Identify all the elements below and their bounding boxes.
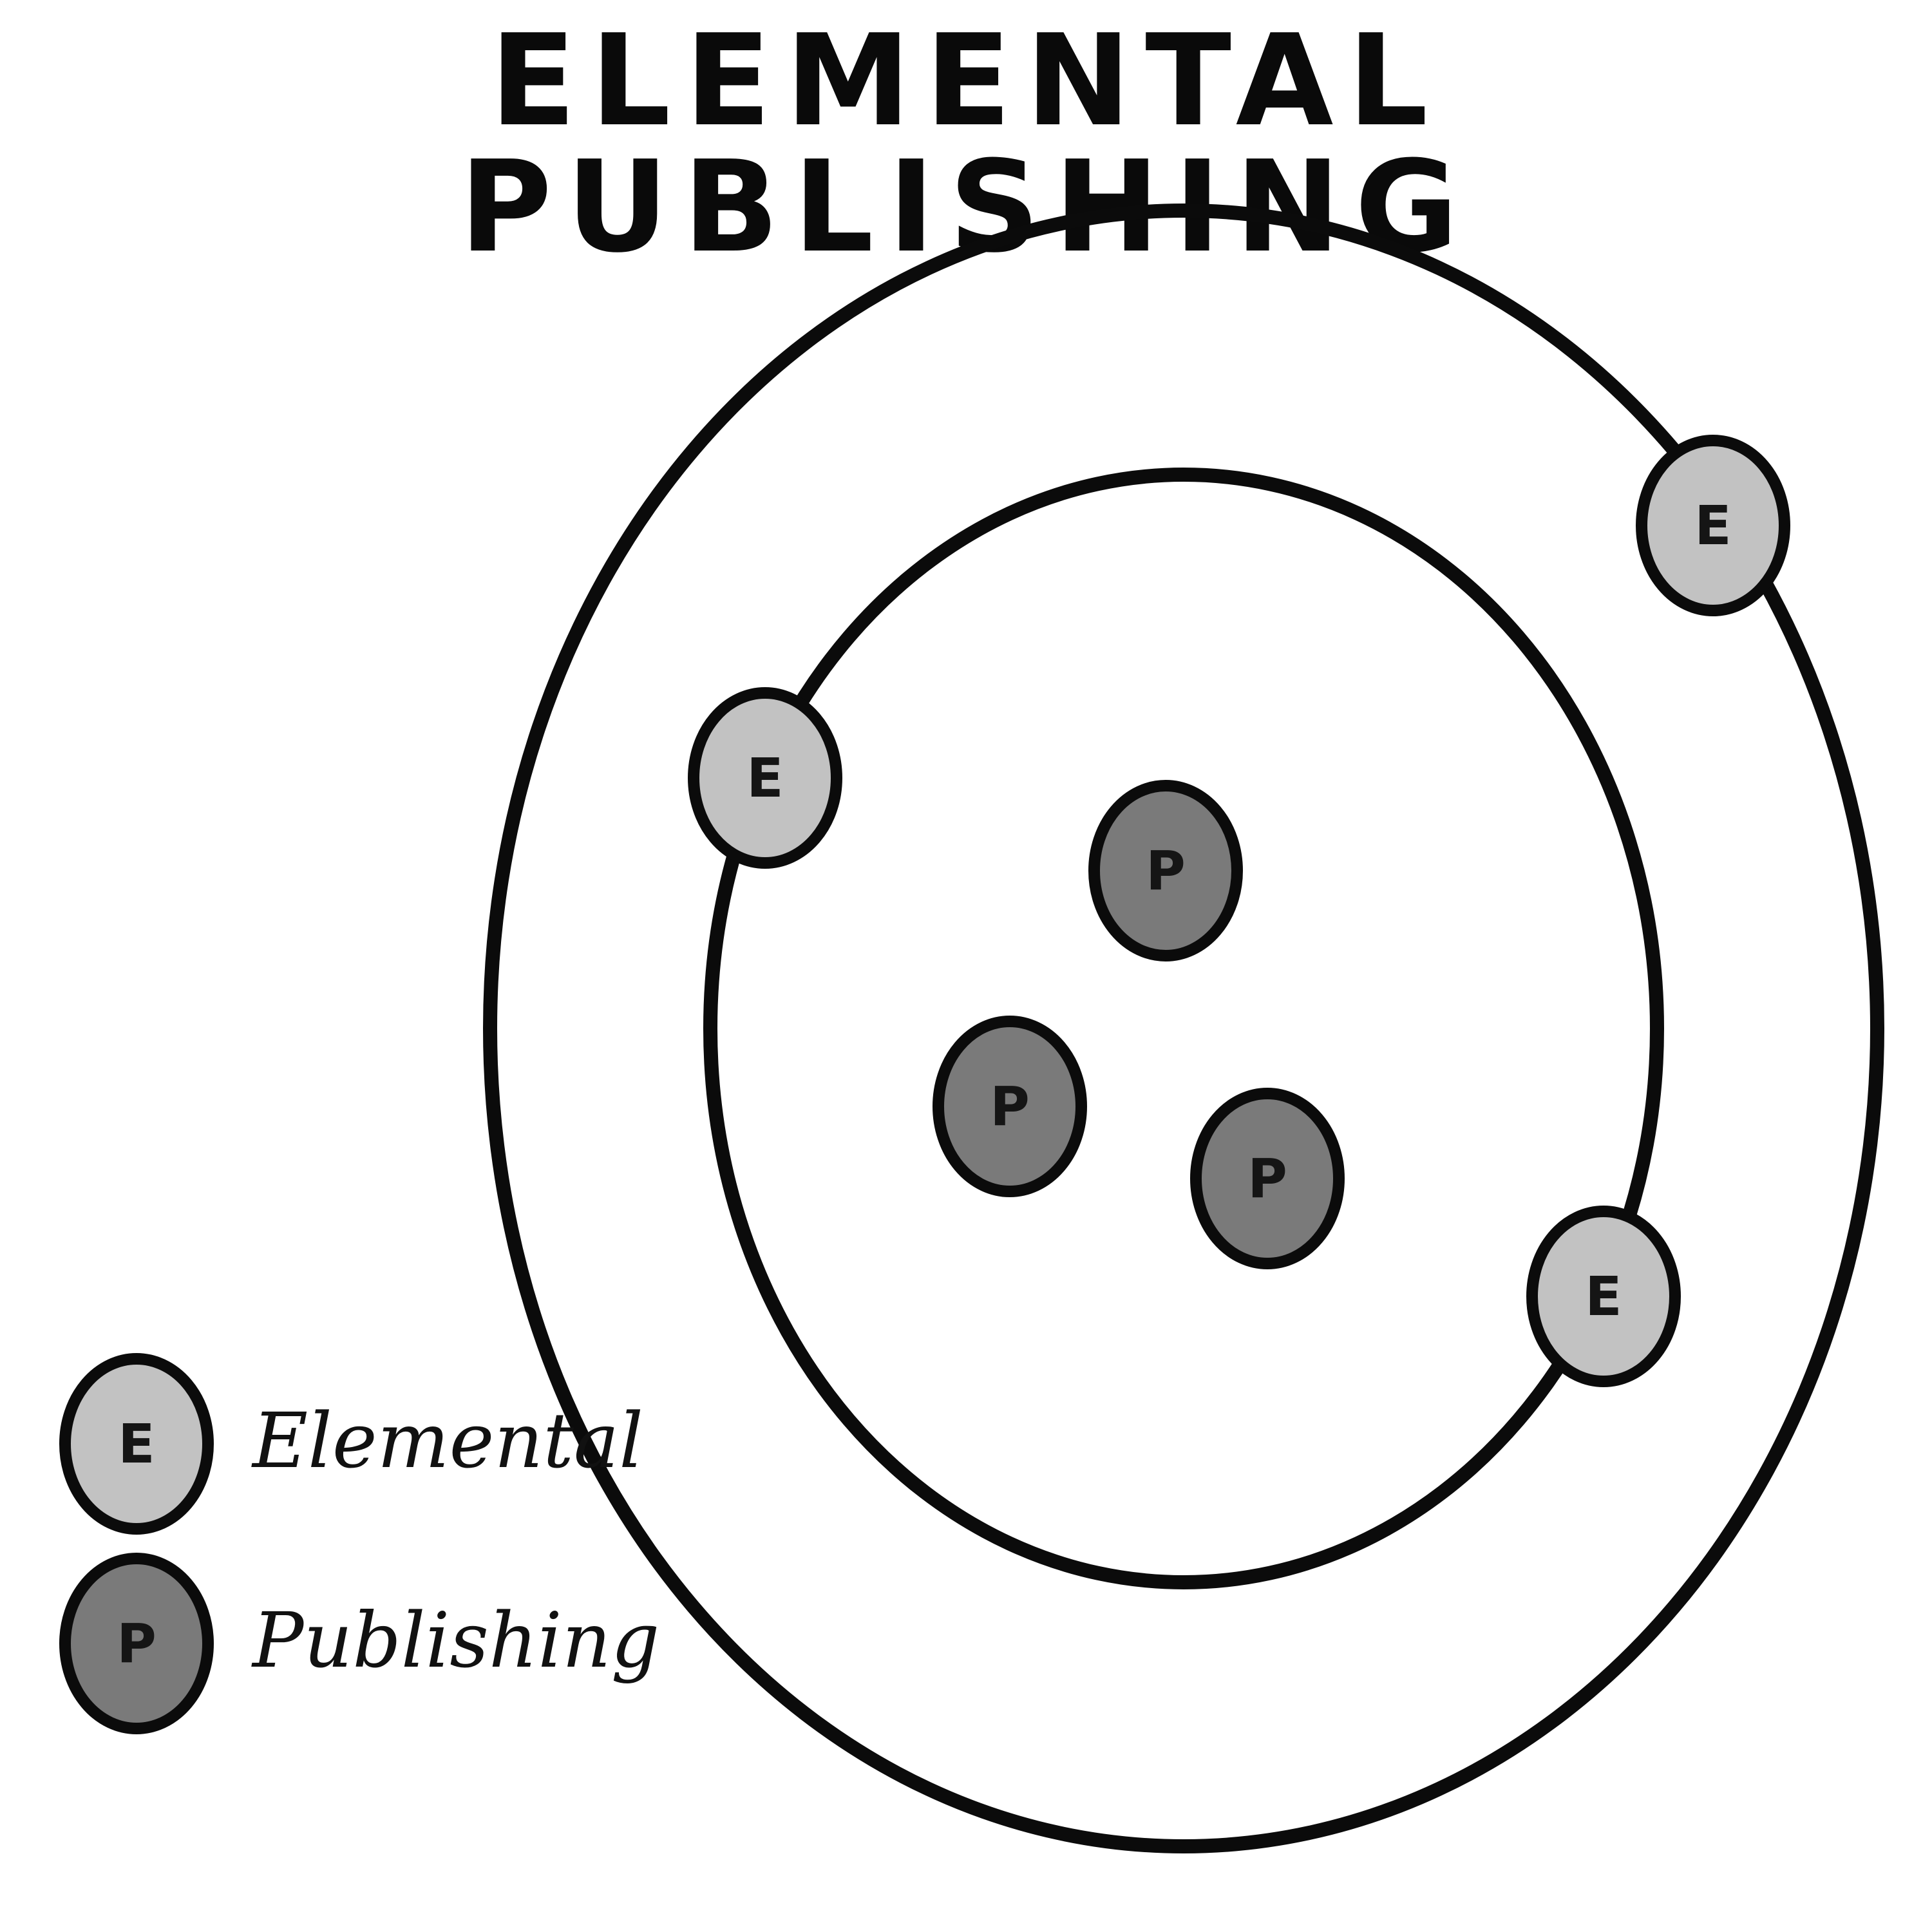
electron-outer-top-right: E	[1636, 435, 1790, 616]
legend-item-publishing: P Publishing	[59, 1553, 659, 1734]
legend: E Elemental P Publishing	[59, 1353, 659, 1734]
electron-inner-top-left: E	[688, 687, 842, 869]
legend-item-elemental: E Elemental	[59, 1353, 643, 1535]
proton-left: P	[933, 1016, 1087, 1197]
svg-text:P: P	[1247, 1147, 1287, 1210]
proton-top: P	[1088, 780, 1243, 961]
svg-text:E: E	[1694, 494, 1731, 557]
proton-right: P	[1190, 1088, 1345, 1269]
svg-text:P: P	[990, 1075, 1030, 1138]
legend-electron-letter: E	[118, 1412, 155, 1475]
legend-label-publishing: Publishing	[251, 1596, 659, 1685]
outer-orbit	[483, 204, 1884, 1853]
legend-proton-letter: P	[117, 1612, 156, 1675]
page-title: ELEMENTAL PUBLISHING	[459, 8, 1473, 281]
legend-proton-marker	[59, 1553, 214, 1734]
svg-text:P: P	[1146, 839, 1186, 902]
electron-inner-bottom-right: E	[1526, 1206, 1681, 1387]
inner-orbit	[703, 468, 1664, 1589]
svg-text:E: E	[746, 746, 783, 810]
legend-electron-marker	[59, 1353, 214, 1535]
svg-text:E: E	[1585, 1265, 1622, 1328]
legend-label-elemental: Elemental	[251, 1396, 643, 1485]
